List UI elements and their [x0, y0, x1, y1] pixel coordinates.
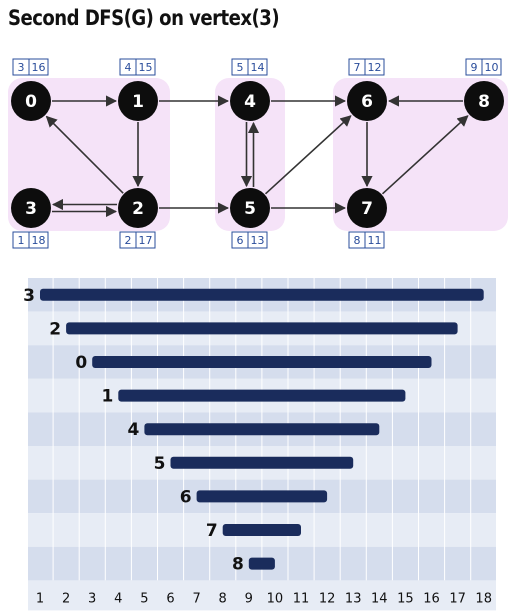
finish-time: 12: [368, 61, 382, 74]
vertex-8: 8 9 10: [464, 58, 504, 121]
time-badge: 1 18: [12, 231, 49, 249]
vertex-circle: [11, 188, 51, 228]
time-badge: 2 17: [119, 231, 156, 249]
x-tick-label: 14: [371, 591, 388, 606]
vertex-label: 4: [244, 92, 256, 112]
vertex-circle: [347, 81, 387, 121]
bar-vertex-6: [196, 490, 328, 503]
x-tick-label: 11: [293, 591, 310, 606]
discover-time: 3: [18, 61, 25, 74]
x-tick-label: 18: [475, 591, 492, 606]
vertex-label: 6: [361, 92, 373, 112]
bar-vertex-4: [144, 423, 380, 436]
vertex-3: 3 1 18: [11, 188, 51, 249]
vertex-5: 5 6 13: [230, 188, 270, 249]
bar-vertex-2: [66, 322, 458, 335]
vertex-circle: [230, 81, 270, 121]
x-tick-label: 12: [319, 591, 336, 606]
bar-vertex-1: [118, 389, 406, 402]
vertex-1: 1 4 15: [118, 58, 158, 121]
edge-5-to-6: [264, 115, 352, 195]
edge-7-to-8: [381, 115, 469, 195]
x-tick-label: 4: [114, 591, 122, 606]
finish-time: 13: [251, 234, 265, 247]
vertex-6: 6 7 12: [347, 58, 387, 121]
bar-vertex-7: [222, 524, 301, 536]
vertex-label: 2: [132, 199, 144, 219]
discover-time: 5: [237, 61, 244, 74]
x-tick-label: 13: [345, 591, 362, 606]
x-tick-label: 16: [423, 591, 440, 606]
bar-label: 2: [49, 319, 61, 339]
x-tick-label: 2: [62, 591, 70, 606]
vertex-circle: [11, 81, 51, 121]
vertex-2: 2 2 17: [118, 188, 158, 249]
bar-label: 1: [101, 387, 113, 407]
x-tick-label: 3: [88, 591, 96, 606]
vertex-circle: [118, 81, 158, 121]
x-tick-label: 9: [245, 591, 253, 606]
vertex-label: 8: [478, 92, 490, 112]
vertex-label: 7: [361, 199, 373, 219]
vertex-circle: [230, 188, 270, 228]
bar-label: 0: [75, 353, 87, 373]
bar-label: 4: [128, 420, 140, 440]
discover-time: 1: [18, 234, 25, 247]
x-tick-label: 5: [140, 591, 148, 606]
bar-vertex-3: [40, 288, 484, 301]
vertex-circle: [118, 188, 158, 228]
bar-label: 8: [232, 555, 244, 575]
x-tick-label: 7: [192, 591, 200, 606]
x-tick-label: 1: [36, 591, 44, 606]
edge-2-to-0: [45, 115, 124, 194]
finish-time: 17: [139, 234, 153, 247]
bar-vertex-5: [170, 456, 354, 469]
discover-time: 9: [471, 61, 478, 74]
vertex-7: 7 8 11: [347, 188, 387, 249]
discover-time: 8: [354, 234, 361, 247]
finish-time: 15: [139, 61, 153, 74]
bar-vertex-0: [92, 356, 432, 368]
bar-label: 3: [23, 286, 35, 306]
bar-label: 6: [180, 487, 192, 507]
x-tick-label: 8: [219, 591, 227, 606]
finish-time: 11: [368, 234, 382, 247]
time-badge: 7 12: [348, 58, 385, 76]
time-badge: 3 16: [12, 58, 49, 76]
vertex-circle: [464, 81, 504, 121]
time-badge: 6 13: [231, 231, 268, 249]
bar-label: 7: [206, 521, 218, 541]
vertex-label: 0: [25, 92, 37, 112]
finish-time: 10: [485, 61, 499, 74]
x-tick-label: 15: [397, 591, 414, 606]
x-axis-band: [28, 580, 496, 611]
time-badge: 8 11: [348, 231, 385, 249]
time-badge: 9 10: [465, 58, 502, 76]
finish-time: 16: [32, 61, 46, 74]
vertex-label: 1: [132, 92, 144, 112]
vertex-4: 4 5 14: [230, 58, 270, 121]
x-tick-label: 17: [449, 591, 466, 606]
time-badge: 5 14: [231, 58, 268, 76]
time-badge: 4 15: [119, 58, 156, 76]
finish-time: 18: [32, 234, 46, 247]
discover-time: 2: [125, 234, 132, 247]
vertex-0: 0 3 16: [11, 58, 51, 121]
diagram-title: Second DFS(G) on vertex(3): [8, 6, 280, 30]
x-tick-label: 6: [166, 591, 174, 606]
discover-time: 6: [237, 234, 244, 247]
vertex-circle: [347, 188, 387, 228]
discover-time: 7: [354, 61, 361, 74]
bar-vertex-8: [248, 557, 275, 570]
discover-time: 4: [125, 61, 132, 74]
x-tick-label: 10: [267, 591, 284, 606]
bar-label: 5: [154, 454, 166, 474]
vertex-label: 3: [25, 199, 37, 219]
vertex-label: 5: [244, 199, 256, 219]
finish-time: 14: [251, 61, 265, 74]
